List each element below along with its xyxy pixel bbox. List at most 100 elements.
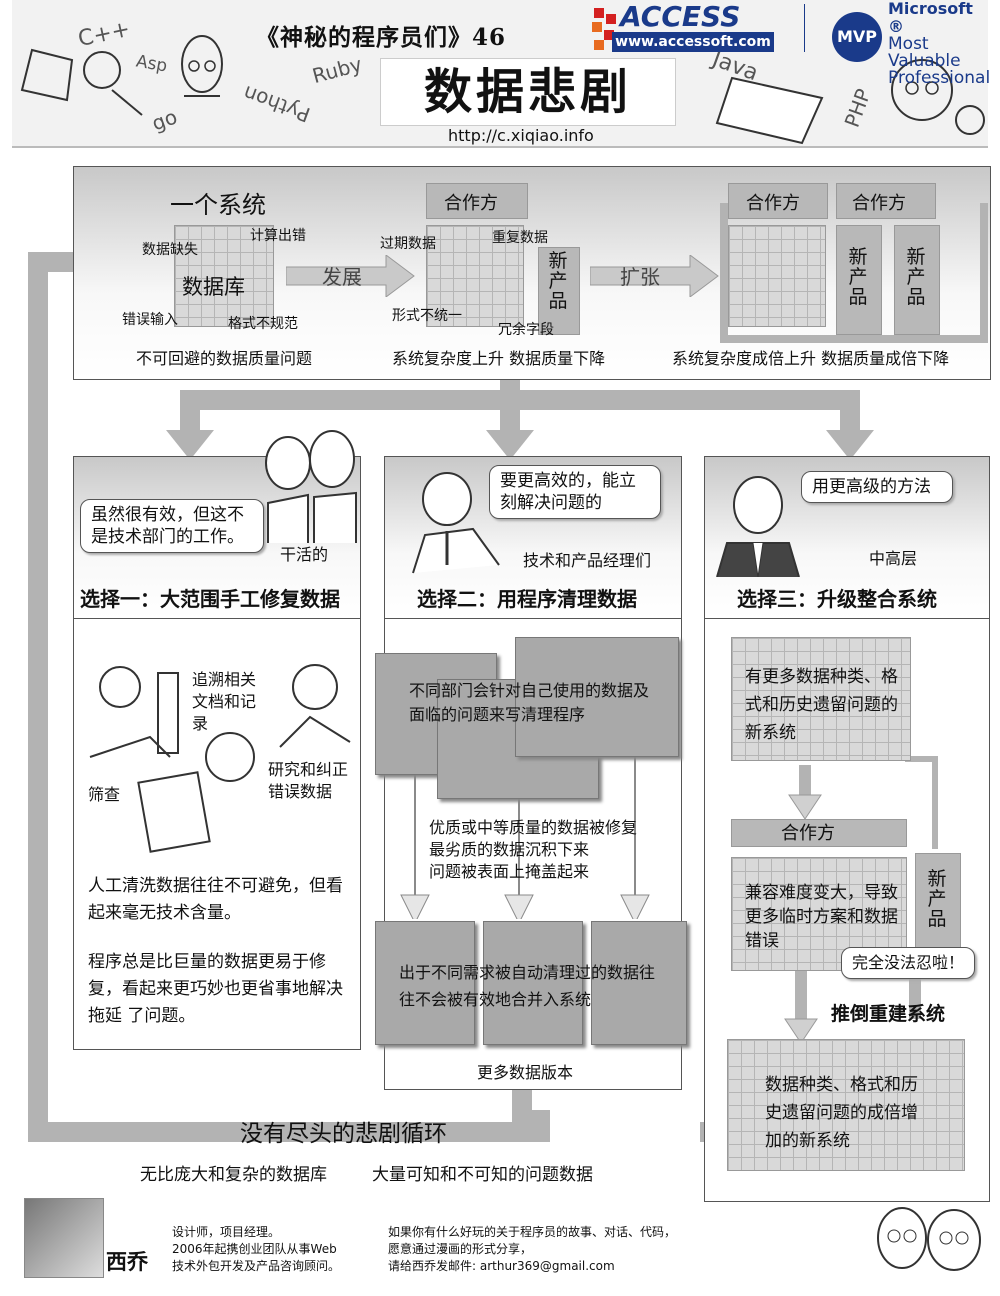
choice2-top-box: 不同部门会针对自己使用的数据及面临的问题来写清理程序 — [409, 681, 650, 724]
choice1-bubble: 虽然很有效，但这不是技术部门的工作。 — [80, 499, 264, 553]
label-fix: 研究和纠正错误数据 — [268, 760, 349, 801]
issue-format: 格式不规范 — [228, 316, 298, 332]
partner-label: 合作方 — [852, 193, 906, 214]
workers-doodle-icon — [265, 430, 357, 543]
caption-complexity-double: 系统复杂度成倍上升 数据质量成倍下降 — [672, 349, 950, 368]
issue-duplicate: 重复数据 — [492, 230, 548, 246]
system-title: 一个系统 — [170, 191, 266, 219]
database-grid — [174, 225, 274, 327]
partner-box — [731, 819, 907, 847]
laptop-doodle-icon — [715, 76, 824, 145]
loop-sub1: 无比庞大和复杂的数据库 — [140, 1165, 327, 1185]
issue-redundant: 冗余字段 — [498, 322, 554, 338]
down-arrow-icon — [166, 430, 214, 460]
database-grid — [728, 225, 826, 327]
manager-doodle-icon — [412, 472, 500, 574]
author-url: http://c.xiqiao.info — [448, 126, 594, 145]
series-title: 《神秘的程序员们》46 — [256, 24, 507, 51]
new-product-label: 新产品 — [906, 246, 926, 308]
evolve-arrow-icon — [286, 255, 415, 297]
new-system-grid — [731, 637, 911, 761]
ms-line3: Professional — [888, 68, 991, 88]
author-bio: 设计师，项目经理。 2006年起携创业团队从事Web 技术外包开发及产品咨询顾问… — [172, 1225, 341, 1273]
access-logo-icon — [592, 8, 616, 50]
choice2-body: 不同部门会针对自己使用的数据及面临的问题来写清理程序 优质或中等质量的数据被修复… — [375, 618, 687, 1090]
ms-line2: Most Valuable — [888, 34, 961, 71]
issue-inconsistent: 形式不统一 — [392, 308, 462, 324]
issue-input: 错误输入 — [122, 312, 178, 328]
programmer-doodle-icon — [891, 59, 985, 135]
new-product-label: 新产品 — [927, 868, 947, 930]
partner-label: 合作方 — [781, 823, 835, 844]
choice3-box3: 数据种类、格式和历史遗留问题的成倍增加的新系统 — [765, 1075, 918, 1151]
mvp-badge-icon: MVP — [832, 12, 882, 62]
access-brand: ACCESS — [620, 0, 741, 33]
issue-expired: 过期数据 — [380, 236, 436, 252]
partner-box — [426, 183, 528, 219]
choice2-bubble: 要更高效的，能立刻解决问题的 — [489, 465, 661, 519]
partner-box — [728, 183, 828, 219]
choice1-para2: 程序总是比巨量的数据更易于修复，看起来更巧妙也更省事地解决 拖延 了问题。 — [88, 952, 343, 1026]
database-grid — [426, 225, 524, 327]
issue-missing: 数据缺失 — [142, 242, 198, 258]
database-label: 数据库 — [182, 275, 245, 299]
new-product-box — [894, 225, 940, 335]
expand-arrow-icon — [590, 255, 719, 297]
choice2-bottom-box: 出于不同需求被自动清理过的数据往往不会被有效地合并入系统 — [399, 963, 656, 1009]
rebuilt-system-grid — [727, 1039, 965, 1171]
choice2-title: 选择二：用程序清理数据 — [417, 587, 637, 611]
choice1-para1: 人工清洗数据往往不可避免，但看起来毫无技术含量。 — [88, 876, 343, 923]
ms-mvp-label: Microsoft ® Most Valuable Professional — [888, 0, 990, 87]
access-url: www.accessoft.com — [612, 32, 774, 52]
choice3-title: 选择三：升级整合系统 — [737, 587, 937, 611]
choice3-body: 有更多数据种类、格式和历史遗留问题的新系统 合作方 新产品 兼容难度变大，导致更… — [704, 618, 990, 1202]
invite-text: 如果你有什么好玩的关于程序员的故事、对话、代码， 愿意通过漫画的形式分享， 请给… — [388, 1225, 677, 1273]
choice3-header: 用更高级的方法 中高层 选择三：升级整合系统 — [704, 456, 990, 620]
loop-title: 没有尽头的悲剧循环 — [240, 1121, 447, 1147]
partner-label: 合作方 — [746, 193, 800, 214]
connector-lines — [720, 203, 988, 343]
ms-line1: Microsoft ® — [888, 0, 973, 36]
more-versions: 更多数据版本 — [477, 1063, 574, 1082]
program-card — [515, 637, 679, 757]
choice2-middle-text: 优质或中等质量的数据被修复 最劣质的数据沉积下来 问题被表面上掩盖起来 — [429, 818, 638, 881]
logo-divider — [804, 4, 805, 52]
author-name: 西乔 — [106, 1250, 148, 1274]
issue-calc: 计算出错 — [250, 228, 306, 244]
author-avatar — [24, 1198, 104, 1278]
choice1-body: 追溯相关文档和记录 筛查 研究和纠正错误数据 人工清洗数据往往不可避免，但看起来… — [73, 618, 361, 1050]
choice2-header: 要更高效的，能立刻解决问题的 技术和产品经理们 选择二：用程序清理数据 — [384, 456, 682, 620]
programmers-doodle-icon — [877, 1207, 981, 1271]
new-product-label: 新产品 — [848, 246, 868, 308]
cleaned-data-card — [591, 921, 687, 1045]
label-filter: 筛查 — [88, 785, 121, 804]
choice3-bubble: 用更高级的方法 — [801, 471, 953, 503]
executive-doodle-icon — [716, 476, 800, 577]
choice3-who: 中高层 — [869, 549, 918, 568]
choice1-title: 选择一：大范围手工修复数据 — [80, 587, 340, 611]
cleaned-data-card — [375, 921, 475, 1045]
programmer-doodle-icon — [20, 48, 143, 116]
flow-arrows — [400, 739, 650, 919]
manual-work-doodle-icon — [89, 664, 351, 853]
cleaned-data-card — [483, 921, 583, 1045]
programmer-doodle-icon — [181, 35, 223, 97]
access-logo: ACCESS www.accessoft.com — [590, 0, 776, 54]
loop-sub2: 大量可知和不可知的问题数据 — [372, 1165, 593, 1185]
choice2-who: 技术和产品经理们 — [523, 551, 652, 570]
choice1-who: 干活的 — [280, 545, 329, 564]
evolve-label: 发展 — [322, 265, 362, 289]
rebuild-label: 推倒重建系统 — [831, 1003, 946, 1025]
down-arrow-icon — [826, 430, 874, 460]
choice3-box2: 兼容难度变大，导致更多临时方案和数据错误 — [745, 883, 898, 951]
new-product-label: 新产品 — [548, 250, 568, 312]
new-product-box — [836, 225, 882, 335]
partner-label: 合作方 — [444, 193, 498, 214]
system-panel: 一个系统 数据库 数据缺失 计算出错 错误输入 格式不规范 发展 合作方 新产品… — [73, 166, 991, 380]
partner-box — [836, 183, 936, 219]
shout-bubble: 完全没法忍啦！ — [841, 947, 976, 979]
caption-quality: 不可回避的数据质量问题 — [136, 349, 313, 368]
comic-header: C++ Asp Ruby Python go PHP Java 《神秘的程序员们… — [12, 0, 990, 148]
expand-label: 扩张 — [620, 265, 660, 289]
